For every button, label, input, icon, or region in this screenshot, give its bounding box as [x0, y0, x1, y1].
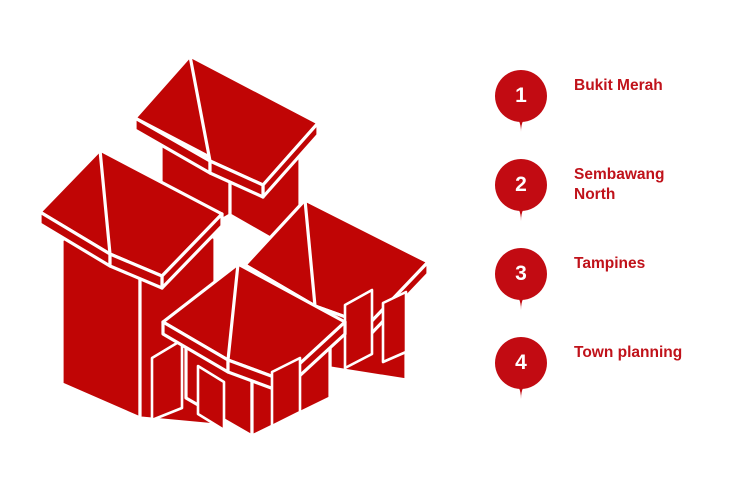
- legend-item-3[interactable]: 3 Tampines: [490, 240, 750, 318]
- map-pin-icon-1: 1: [490, 62, 552, 134]
- legend-label-2: Sembawang North: [574, 166, 665, 203]
- pin-number-4: 4: [515, 351, 527, 374]
- legend-panel: 1 Bukit Merah 2 Sembawang North 3: [490, 0, 750, 493]
- illustration-panel: [38, 54, 430, 438]
- legend-item-2[interactable]: 2 Sembawang North: [490, 151, 750, 229]
- legend-item-4[interactable]: 4 Town planning: [490, 329, 750, 407]
- pin-shape: [494, 70, 547, 132]
- map-pin-icon-2: 2: [490, 151, 552, 223]
- house-left: [38, 148, 224, 427]
- map-pin-icon-3: 3: [490, 240, 552, 312]
- house-front-centre: [161, 262, 347, 438]
- legend-label-1: Bukit Merah: [574, 77, 663, 94]
- legend-item-1[interactable]: 1 Bukit Merah: [490, 62, 750, 140]
- map-pin-icon-4: 4: [490, 329, 552, 401]
- pin-shape: [494, 248, 547, 310]
- pin-number-1: 1: [515, 84, 527, 107]
- pin-shape: [494, 159, 547, 221]
- legend-label-4: Town planning: [574, 344, 683, 361]
- pin-number-2: 2: [515, 173, 527, 196]
- pin-number-3: 3: [515, 262, 527, 285]
- legend-label-3: Tampines: [574, 255, 646, 272]
- houses-illustration: [38, 54, 430, 438]
- pin-shape: [494, 337, 547, 399]
